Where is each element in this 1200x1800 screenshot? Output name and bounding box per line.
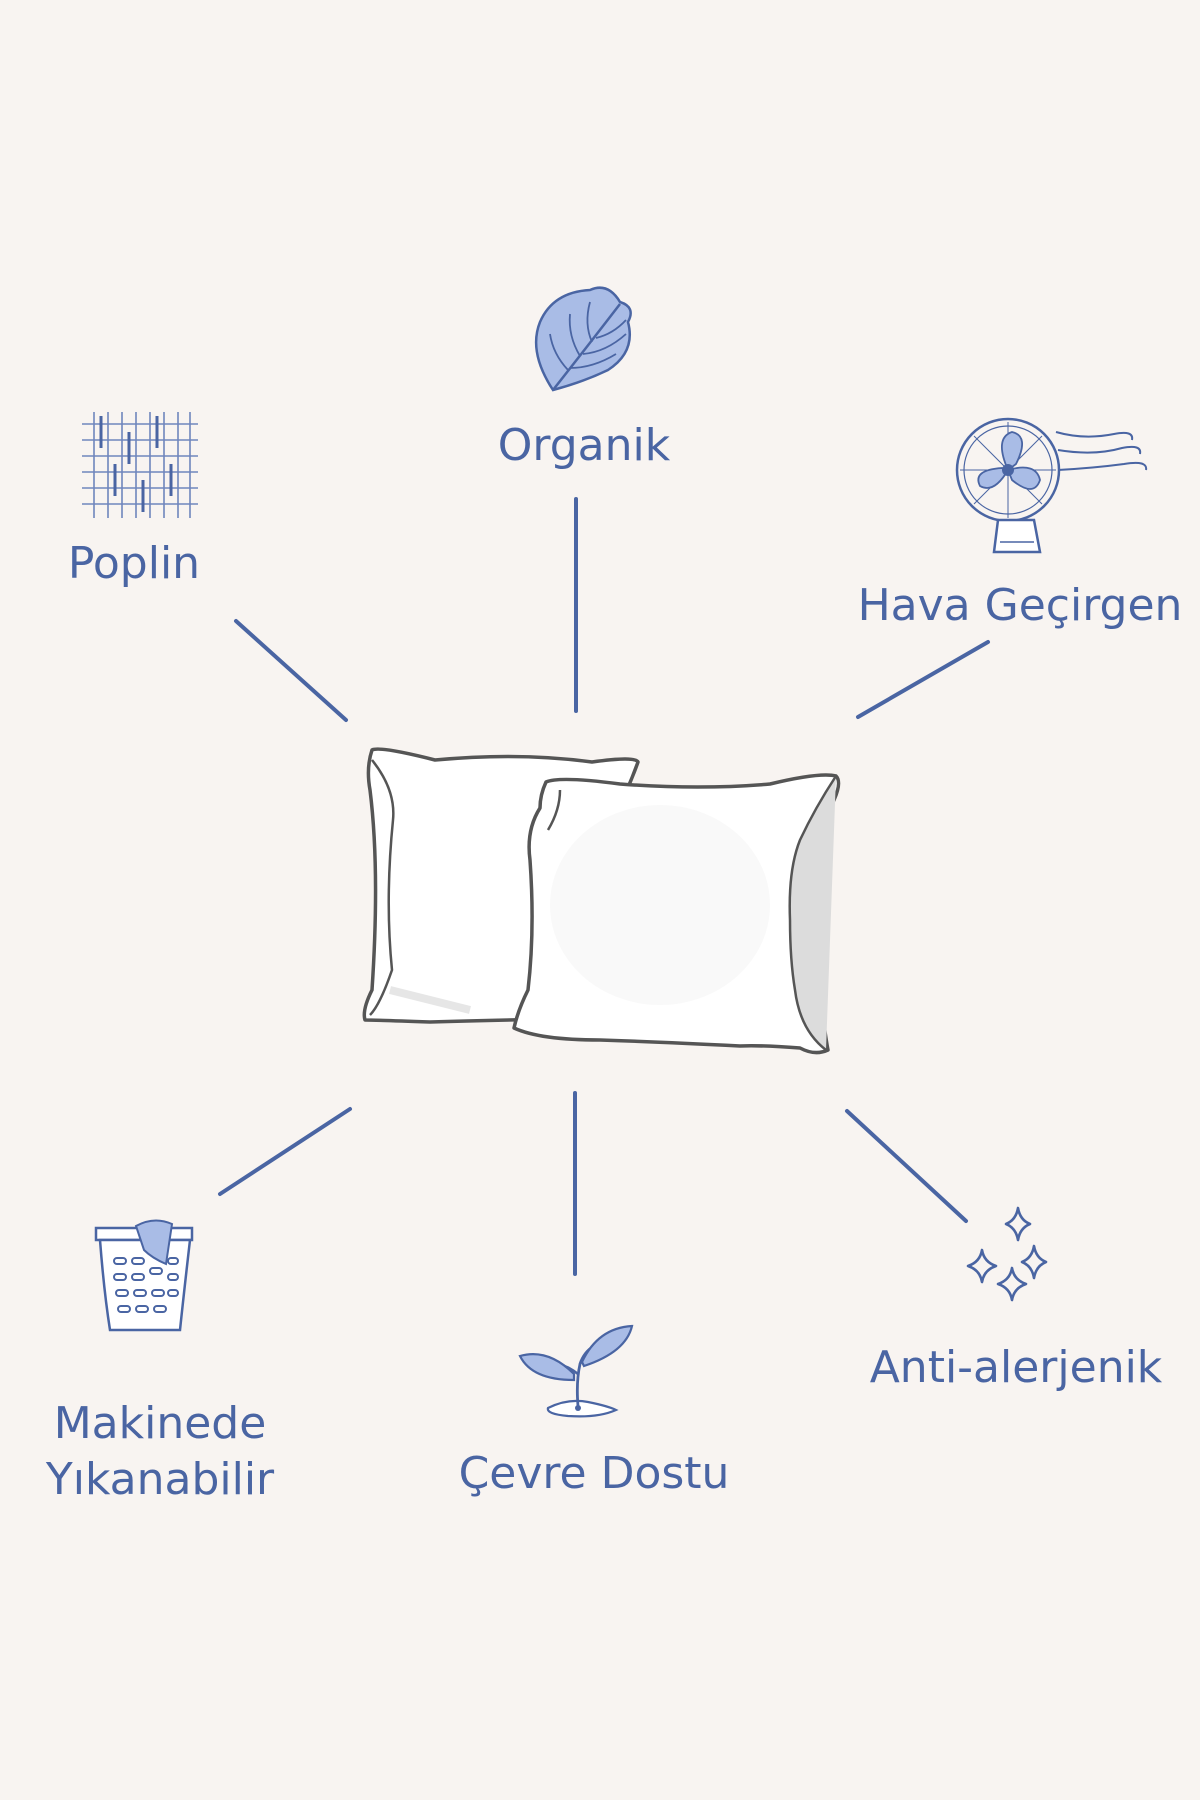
- feature-label-poplin: Poplin: [67, 538, 201, 589]
- feature-label-organic: Organik: [497, 420, 671, 471]
- connector-line-breathable: [856, 640, 990, 719]
- feature-label-washable-line1: Makinede: [53, 1398, 267, 1449]
- woven-fabric-icon: [82, 412, 198, 518]
- fan-icon: [955, 417, 1148, 554]
- sprout-icon: [518, 1324, 634, 1418]
- connector-line-poplin: [234, 619, 348, 722]
- pillows-icon: [362, 747, 841, 1055]
- feature-label-washable-line2: Yıkanabilir: [45, 1454, 275, 1505]
- connector-line-antiallergenic: [845, 1109, 968, 1223]
- feature-label-eco: Çevre Dostu: [458, 1448, 730, 1499]
- feature-label-breathable: Hava Geçirgen: [857, 580, 1183, 631]
- feature-label-antiallergenic: Anti-alerjenik: [869, 1342, 1163, 1393]
- connector-line-washable: [218, 1107, 352, 1196]
- feature-label-washable: Makinede Yıkanabilir: [46, 1396, 274, 1508]
- sparkles-icon: [966, 1206, 1048, 1302]
- laundry-basket-icon: [94, 1219, 194, 1332]
- leaf-icon: [534, 286, 632, 392]
